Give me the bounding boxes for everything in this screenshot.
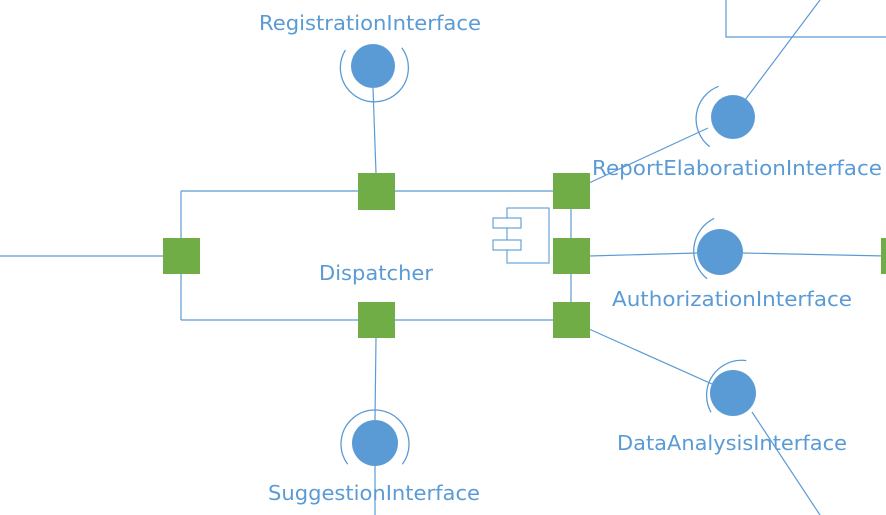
report-elaboration-interface-symbol[interactable] bbox=[695, 85, 755, 148]
report-elaboration-external-line bbox=[744, 0, 821, 101]
authorization-connector bbox=[588, 252, 698, 257]
port-middle-right[interactable] bbox=[553, 238, 590, 274]
port-bottom-center[interactable] bbox=[358, 302, 395, 338]
data-analysis-interface-label: DataAnalysisInterface bbox=[617, 431, 847, 455]
port-far-right[interactable] bbox=[881, 238, 886, 274]
top-right-frame-line bbox=[725, 0, 886, 38]
port-top-right[interactable] bbox=[553, 173, 590, 209]
authorization-interface-symbol[interactable] bbox=[693, 217, 743, 280]
suggestion-interface-symbol[interactable] bbox=[340, 409, 410, 466]
authorization-interface-label: AuthorizationInterface bbox=[612, 287, 852, 311]
report-elaboration-connector bbox=[588, 127, 709, 184]
suggestion-interface-label: SuggestionInterface bbox=[268, 481, 480, 505]
suggestion-connector bbox=[374, 337, 377, 421]
registration-connector bbox=[372, 87, 377, 174]
registration-interface-label: RegistrationInterface bbox=[259, 11, 481, 35]
data-analysis-interface-symbol[interactable] bbox=[705, 359, 756, 416]
component-icon bbox=[492, 207, 550, 264]
data-analysis-connector bbox=[588, 328, 713, 385]
port-left[interactable] bbox=[163, 238, 200, 274]
authorization-external-line bbox=[742, 252, 886, 257]
port-top-center[interactable] bbox=[358, 173, 395, 210]
data-analysis-external-line bbox=[751, 411, 821, 515]
registration-interface-symbol[interactable] bbox=[339, 44, 409, 103]
report-elaboration-interface-label: ReportElaborationInterface bbox=[592, 156, 882, 180]
port-bottom-right[interactable] bbox=[553, 302, 590, 338]
dispatcher-label: Dispatcher bbox=[319, 261, 434, 285]
